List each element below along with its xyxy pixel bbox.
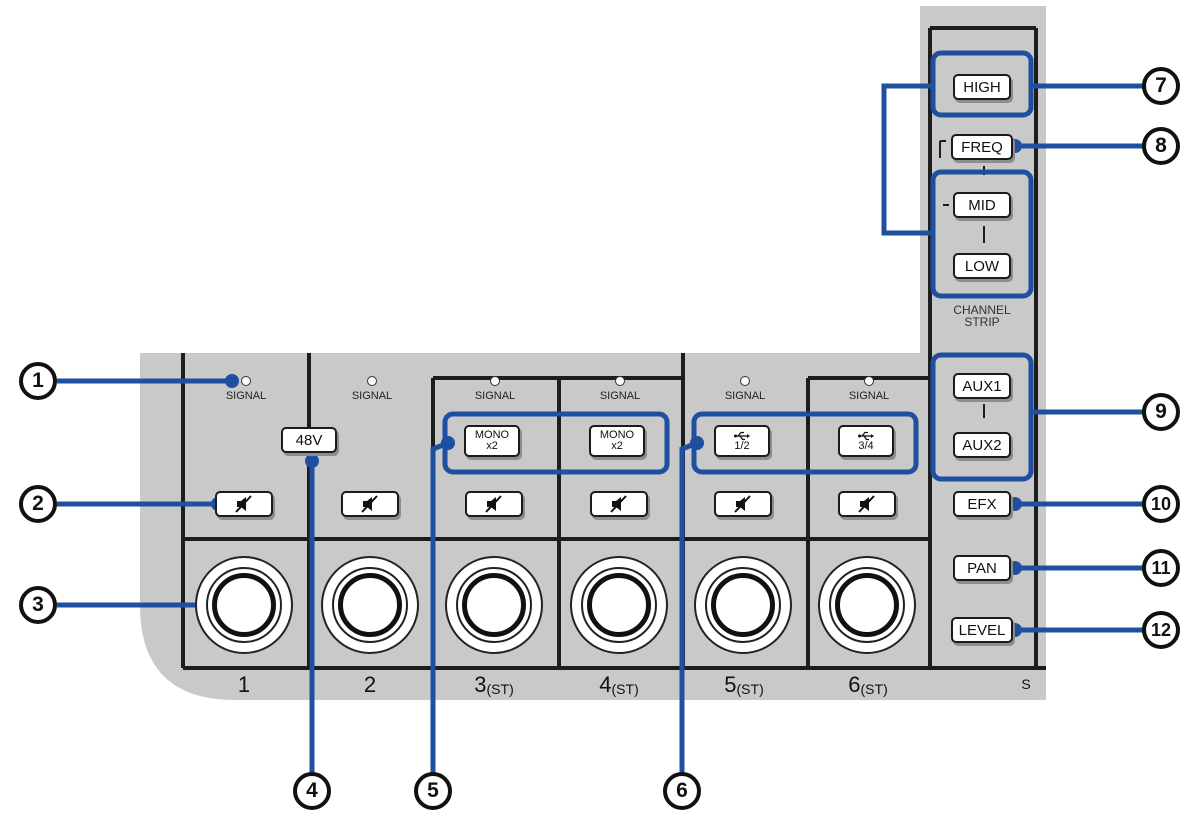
- mute-button-3[interactable]: [465, 491, 523, 517]
- channel-number-6: 6(ST): [808, 672, 928, 698]
- mute-speaker-icon: [858, 495, 875, 513]
- mute-button-1[interactable]: [215, 491, 273, 517]
- callout-5: 5: [414, 772, 452, 810]
- callout-8: 8: [1142, 127, 1180, 165]
- aux1-label: AUX1: [962, 377, 1002, 395]
- signal-led-4: [615, 376, 625, 386]
- eq-mid-label: MID: [968, 196, 996, 214]
- callout-10: 10: [1142, 485, 1180, 523]
- channel-number-2: 2: [310, 672, 430, 698]
- level-knob-2[interactable]: [321, 556, 419, 654]
- mute-speaker-icon: [734, 495, 751, 513]
- callout-3: 3: [19, 586, 57, 624]
- mono-sub-label: x2: [611, 440, 623, 452]
- mute-speaker-icon: [235, 495, 252, 513]
- eq-freq-label: FREQ: [961, 138, 1003, 156]
- mono-label: MONO: [599, 429, 635, 441]
- level-knob-6[interactable]: [818, 556, 916, 654]
- eq-high-button[interactable]: HIGH: [953, 74, 1011, 100]
- phantom-power-button[interactable]: 48V: [281, 427, 337, 453]
- mono-sub-label: x2: [486, 440, 498, 452]
- mute-button-2[interactable]: [341, 491, 399, 517]
- channel-number-1: 1: [184, 672, 304, 698]
- channel-strip-label-line2: STRIP: [964, 315, 1000, 329]
- efx-button[interactable]: EFX: [953, 491, 1011, 517]
- channel-label: 2: [363, 672, 377, 697]
- signal-label-2: SIGNAL: [351, 390, 393, 402]
- signal-label-4: SIGNAL: [599, 390, 641, 402]
- channel-label: 1: [237, 672, 251, 697]
- signal-label-6: SIGNAL: [848, 390, 890, 402]
- usb-sub-label: 3/4: [858, 439, 874, 452]
- usb-button-5[interactable]: 1/2: [714, 425, 770, 457]
- aux2-label: AUX2: [962, 436, 1002, 454]
- eq-low-button[interactable]: LOW: [953, 253, 1011, 279]
- signal-label-1: SIGNAL: [225, 390, 267, 402]
- eq-freq-button[interactable]: FREQ: [951, 134, 1013, 160]
- channel-sub: (ST): [736, 681, 764, 697]
- channel-sub: (ST): [611, 681, 639, 697]
- channel-number-5: 5(ST): [684, 672, 804, 698]
- level-button[interactable]: LEVEL: [951, 617, 1013, 643]
- pan-label: PAN: [967, 559, 997, 577]
- signal-label-3: SIGNAL: [474, 390, 516, 402]
- phantom-power-label: 48V: [295, 431, 323, 449]
- aux2-button[interactable]: AUX2: [953, 432, 1011, 458]
- panel-body: [140, 6, 1046, 700]
- signal-led-2: [367, 376, 377, 386]
- mute-button-6[interactable]: [838, 491, 896, 517]
- usb-icon: [858, 431, 874, 440]
- callout-4: 4: [293, 772, 331, 810]
- callout-1: 1: [19, 362, 57, 400]
- signal-label-5: SIGNAL: [724, 390, 766, 402]
- mute-button-5[interactable]: [714, 491, 772, 517]
- mono-button-4[interactable]: MONO x2: [589, 425, 645, 457]
- channel-sub: (ST): [860, 681, 888, 697]
- channel-strip-label-line1: CHANNEL: [953, 303, 1011, 317]
- channel-label: 4: [599, 672, 612, 697]
- mute-speaker-icon: [485, 495, 502, 513]
- level-knob-1[interactable]: [195, 556, 293, 654]
- channel-strip-label: CHANNEL STRIP: [934, 304, 1030, 328]
- channel-number-4: 4(ST): [559, 672, 679, 698]
- usb-button-6[interactable]: 3/4: [838, 425, 894, 457]
- callout-9: 9: [1142, 393, 1180, 431]
- channel-number-3: 3(ST): [434, 672, 554, 698]
- signal-led-6: [864, 376, 874, 386]
- eq-mid-button[interactable]: MID: [953, 192, 1011, 218]
- pan-button[interactable]: PAN: [953, 555, 1011, 581]
- aux1-button[interactable]: AUX1: [953, 373, 1011, 399]
- callout-12: 12: [1142, 611, 1180, 649]
- mono-button-3[interactable]: MONO x2: [464, 425, 520, 457]
- channel-label: 6: [848, 672, 861, 697]
- level-knob-3[interactable]: [445, 556, 543, 654]
- signal-led-3: [490, 376, 500, 386]
- channel-label: 3: [474, 672, 487, 697]
- mute-speaker-icon: [361, 495, 378, 513]
- channel-label: 5: [724, 672, 737, 697]
- eq-low-label: LOW: [964, 257, 1000, 275]
- level-knob-4[interactable]: [570, 556, 668, 654]
- usb-icon: [734, 431, 750, 440]
- callout-6: 6: [663, 772, 701, 810]
- eq-high-label: HIGH: [963, 78, 1001, 96]
- mono-label: MONO: [474, 429, 510, 441]
- signal-led-5: [740, 376, 750, 386]
- efx-label: EFX: [967, 495, 997, 513]
- level-label: LEVEL: [958, 621, 1006, 639]
- mute-speaker-icon: [610, 495, 627, 513]
- channel-strip-partial-label: S: [1021, 676, 1031, 692]
- callout-11: 11: [1142, 549, 1180, 587]
- mute-button-4[interactable]: [590, 491, 648, 517]
- usb-sub-label: 1/2: [734, 439, 750, 452]
- callout-7: 7: [1142, 67, 1180, 105]
- level-knob-5[interactable]: [694, 556, 792, 654]
- channel-sub: (ST): [486, 681, 514, 697]
- callout-2: 2: [19, 485, 57, 523]
- signal-led-1: [241, 376, 251, 386]
